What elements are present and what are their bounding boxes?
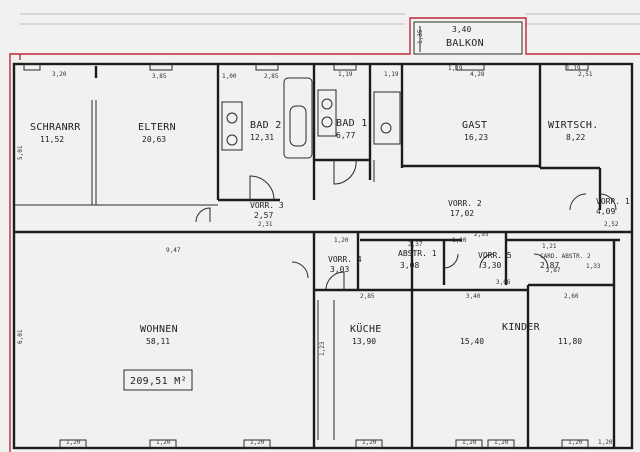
room-area-kinder-2: 11,80 bbox=[558, 337, 582, 346]
dimension-label: 1,20 bbox=[452, 237, 467, 244]
room-name-kinder: KINDER bbox=[502, 322, 541, 333]
dimension-label: 1,20 bbox=[156, 439, 171, 446]
dimension-label: 1,19 bbox=[448, 65, 463, 72]
room-name-bad2: BAD 2 bbox=[250, 120, 282, 131]
dimension-label: 1,19 bbox=[338, 71, 353, 78]
room-name-wirtsch: WIRTSCH. bbox=[548, 120, 599, 131]
dimension-label: 5,01 bbox=[17, 145, 24, 160]
room-name-bad1: BAD 1 bbox=[336, 118, 368, 129]
room-area-kueche: 13,90 bbox=[352, 337, 376, 346]
dimension-label: 1,23 bbox=[319, 341, 326, 356]
room-area-bad2: 12,31 bbox=[250, 133, 274, 142]
dimension-label: 2,52 bbox=[604, 221, 619, 228]
room-name-kueche: KÜCHE bbox=[350, 322, 382, 335]
total-area: 209,51 M² bbox=[130, 376, 187, 387]
room-area-vorr2: 17,02 bbox=[450, 209, 474, 218]
dimension-label: 2,31 bbox=[258, 221, 273, 228]
room-area-wirtsch: 8,22 bbox=[566, 133, 585, 142]
dimension-label: 1,21 bbox=[542, 243, 557, 250]
dimension-label: 1,20 bbox=[494, 439, 509, 446]
room-area-abstr2: 2,87 bbox=[540, 261, 559, 270]
dimension-label: 1,20 bbox=[250, 439, 265, 446]
dimension-label: 4,28 bbox=[470, 71, 485, 78]
balkon-depth: 1,35 bbox=[417, 29, 424, 44]
dimension-label: 1,20 bbox=[598, 439, 613, 446]
room-area-bad1: 6,77 bbox=[336, 131, 355, 140]
room-name-vorr1: VORR. 1 bbox=[596, 197, 630, 206]
total-area-box: 209,51 M² bbox=[123, 369, 193, 391]
room-area-abstr1: 3,08 bbox=[400, 261, 419, 270]
dimension-label: 2,60 bbox=[564, 293, 579, 300]
room-name-vorr4: VORR. 4 bbox=[328, 255, 362, 264]
room-area-balkon: 3,40 bbox=[452, 25, 471, 34]
room-name-gast: GAST bbox=[462, 120, 487, 131]
dimension-label: 1,33 bbox=[586, 263, 601, 270]
dimension-label: 2,37 bbox=[408, 241, 423, 248]
dimension-label: 1,19 bbox=[384, 71, 399, 78]
lower-walls bbox=[312, 232, 620, 448]
dimension-label: 3,20 bbox=[52, 71, 67, 78]
room-labels: BALKON 3,40 1,35 SCHRANRR 11,52 ELTERN 2… bbox=[30, 25, 630, 346]
dimension-label: 2,85 bbox=[360, 293, 375, 300]
dimension-label: 9,47 bbox=[166, 247, 181, 254]
room-name-vorr5: VORR. 5 bbox=[478, 251, 512, 260]
room-area-gast: 16,23 bbox=[464, 133, 488, 142]
room-name-vorr3: VORR. 3 bbox=[250, 201, 284, 210]
dimension-label: 1,00 bbox=[222, 73, 237, 80]
balcony bbox=[413, 21, 523, 55]
room-name-abstr1: ABSTR. 1 bbox=[398, 249, 437, 258]
dimension-label: 3,06 bbox=[496, 279, 511, 286]
room-area-vorr1: 4,09 bbox=[596, 207, 615, 216]
dimension-label: 2,85 bbox=[264, 73, 279, 80]
dimension-labels: 3,20 3,85 2,85 1,00 2,31 1,19 1,19 1,19 … bbox=[17, 65, 619, 446]
room-area-vorr4: 3,03 bbox=[330, 265, 349, 274]
room-name-vorr2: VORR. 2 bbox=[448, 199, 482, 208]
bathroom-fixtures bbox=[221, 77, 401, 159]
room-name-abstr2: CARD. ABSTR. 2 bbox=[540, 253, 591, 260]
room-name-eltern: ELTERN bbox=[138, 122, 176, 133]
room-name-schranrr: SCHRANRR bbox=[30, 122, 81, 133]
dimension-label: 6,01 bbox=[17, 329, 24, 344]
room-area-kinder: 15,40 bbox=[460, 337, 484, 346]
room-name-wohnen: WOHNEN bbox=[140, 324, 178, 335]
site-boundary bbox=[9, 17, 640, 452]
dimension-label: 1,19 bbox=[566, 65, 581, 72]
exterior-walls bbox=[12, 62, 634, 450]
room-area-vorr5: 3,30 bbox=[482, 261, 501, 270]
upper-walls bbox=[14, 64, 602, 210]
dimension-label: 3,85 bbox=[152, 73, 167, 80]
dimension-label: 1,20 bbox=[334, 237, 349, 244]
dimension-label: 2,95 bbox=[474, 231, 489, 238]
dimension-label: 1,20 bbox=[568, 439, 583, 446]
room-area-eltern: 20,63 bbox=[142, 135, 166, 144]
doors bbox=[195, 159, 617, 291]
room-area-vorr3: 2,57 bbox=[254, 211, 273, 220]
dimension-label: 2,87 bbox=[546, 267, 561, 274]
dimension-label: 1,20 bbox=[462, 439, 477, 446]
dimension-label: 1,20 bbox=[362, 439, 377, 446]
dimension-label: 3,40 bbox=[466, 293, 481, 300]
windows bbox=[23, 63, 589, 449]
dimension-label: 2,51 bbox=[578, 71, 593, 78]
room-name-balkon: BALKON bbox=[446, 38, 484, 49]
room-area-wohnen: 58,11 bbox=[146, 337, 170, 346]
room-area-schranrr: 11,52 bbox=[40, 135, 64, 144]
dimension-label: 1,20 bbox=[66, 439, 81, 446]
